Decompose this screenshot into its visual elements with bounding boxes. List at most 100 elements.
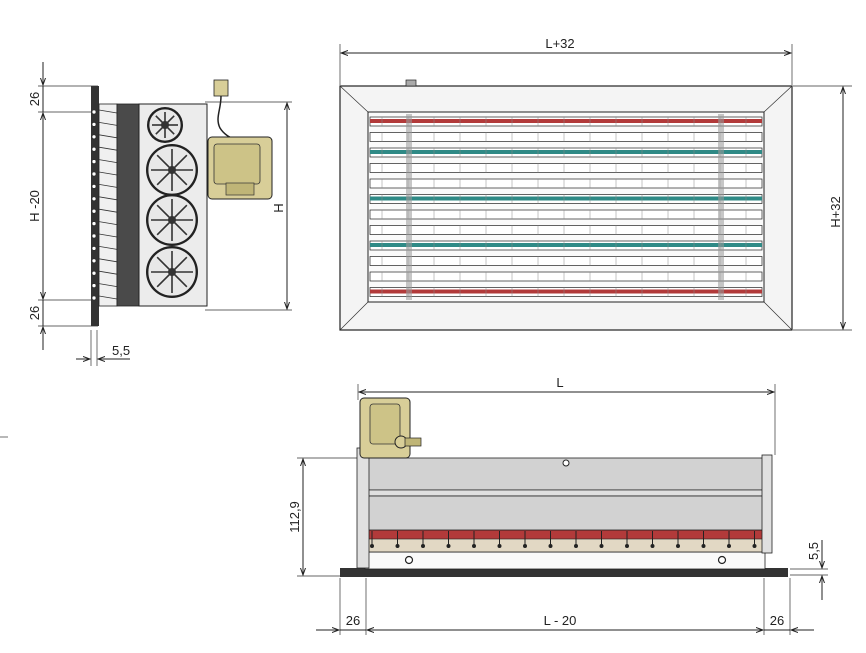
- bottom-depth-dimension: 112,9: [287, 457, 366, 577]
- bottom-width-dimension: L: [357, 375, 776, 455]
- blade-pivot: [574, 544, 578, 548]
- blade-color-strip: [370, 119, 762, 123]
- grille-blade: [369, 256, 763, 266]
- front-width-label: L+32: [545, 36, 574, 51]
- side-blade-edge: [98, 196, 118, 201]
- blade-color-strip: [370, 150, 762, 154]
- blade-color-strip: [370, 196, 762, 201]
- blade-pivot: [676, 544, 680, 548]
- front-height-label: H+32: [828, 196, 843, 227]
- front-width-dimension: L+32: [339, 36, 793, 85]
- side-height-minus-label: H -20: [27, 190, 42, 222]
- blade-color-strip: [370, 243, 762, 247]
- side-blade-edge: [98, 159, 118, 163]
- gear-hub: [161, 121, 169, 129]
- side-blade-edge: [98, 283, 118, 287]
- side-bottom-label: 26: [27, 306, 42, 320]
- grille-blade: [369, 225, 763, 235]
- bottom-lower-dimensions: 26 L - 20 26: [316, 578, 814, 635]
- side-offset-label: 5,5: [112, 343, 130, 358]
- grille-blade: [369, 178, 763, 189]
- blade-pivot: [650, 544, 655, 548]
- actuator-motor: [207, 79, 273, 200]
- bottom-inner-label: L - 20: [544, 613, 577, 628]
- blade-color-strip: [370, 289, 762, 294]
- tab: [405, 79, 417, 87]
- blade-pivot: [599, 544, 604, 548]
- gear-hub: [168, 166, 176, 174]
- grille-blade: [369, 209, 763, 220]
- bottom-depth-label: 112,9: [287, 501, 302, 533]
- side-left-dimensions: 26 H -20 26: [27, 62, 98, 350]
- side-blade-pin: [91, 171, 97, 177]
- side-blade-pin: [91, 122, 97, 127]
- grille-blade: [369, 163, 763, 173]
- side-blade-pin: [91, 221, 97, 226]
- side-blade-edge: [98, 221, 118, 225]
- flange: [91, 86, 99, 326]
- blade-pivot: [523, 544, 527, 548]
- side-blade-edge: [98, 109, 118, 114]
- side-blade-pin: [91, 159, 97, 164]
- side-top-label: 26: [27, 92, 42, 106]
- side-blade-edge: [98, 295, 118, 300]
- side-blade-pin: [91, 283, 97, 288]
- bottom-right-label: 26: [770, 613, 784, 628]
- side-view: H 26 H -20 26 5,5: [27, 62, 292, 366]
- blade-pivot: [446, 544, 451, 548]
- side-blade-pin: [91, 258, 97, 264]
- side-blade-edges: [91, 109, 118, 301]
- blade-pivot: [727, 544, 731, 548]
- damper-pack: [116, 103, 140, 307]
- blade-pivot: [497, 544, 502, 548]
- blade-pivot: [701, 544, 706, 548]
- blade-pivot: [625, 544, 629, 548]
- grille-blade: [369, 132, 763, 142]
- blade-pivot: [395, 544, 400, 548]
- blade-pivot: [472, 544, 476, 548]
- side-blade-pin: [91, 109, 97, 115]
- gear-train: [146, 107, 198, 298]
- side-blade-pin: [91, 146, 97, 152]
- bottom-left-label: 26: [346, 613, 360, 628]
- grille-blades: [369, 114, 763, 300]
- blade-stack: [98, 103, 118, 307]
- side-blade-pin: [91, 233, 97, 239]
- side-blade-edge: [98, 171, 118, 176]
- gear-hub: [168, 268, 176, 276]
- side-blade-pin: [91, 134, 97, 140]
- front-height-dimension: H+32: [793, 85, 852, 331]
- blade-pivot: [421, 544, 425, 548]
- grille-opening: [367, 111, 765, 303]
- side-blade-pin: [91, 208, 97, 214]
- side-blade-pin: [91, 184, 97, 189]
- side-blade-edge: [98, 146, 118, 151]
- support-bar: [718, 114, 724, 300]
- blade-pivot: [548, 544, 553, 548]
- side-blade-edge: [98, 184, 118, 188]
- blade-pivot: [370, 544, 374, 548]
- side-blade-edge: [98, 233, 118, 238]
- side-blade-edge: [98, 122, 118, 126]
- side-height-label: H: [271, 203, 286, 212]
- bottom-flange: [340, 568, 788, 577]
- bottom-rail: [364, 551, 766, 570]
- side-blade-edge: [98, 134, 118, 139]
- side-blade-pin: [91, 196, 97, 202]
- side-blade-edge: [98, 270, 118, 275]
- bottom-actuator-motor: [359, 397, 422, 459]
- grille-blade: [369, 271, 763, 282]
- side-blade-pin: [91, 246, 97, 251]
- bottom-offset-dimension: 5,5: [790, 540, 828, 600]
- blade-pivot: [752, 544, 757, 548]
- gear-hub: [168, 216, 176, 224]
- lower-panel: [366, 495, 766, 531]
- side-blade-edge: [98, 258, 118, 263]
- bottom-offset-label: 5,5: [806, 542, 821, 560]
- side-blade-edge: [98, 208, 118, 213]
- support-bar: [406, 114, 412, 300]
- bottom-width-label: L: [556, 375, 563, 390]
- side-blade-pin: [91, 270, 97, 276]
- side-offset-dimension: 5,5: [76, 330, 130, 366]
